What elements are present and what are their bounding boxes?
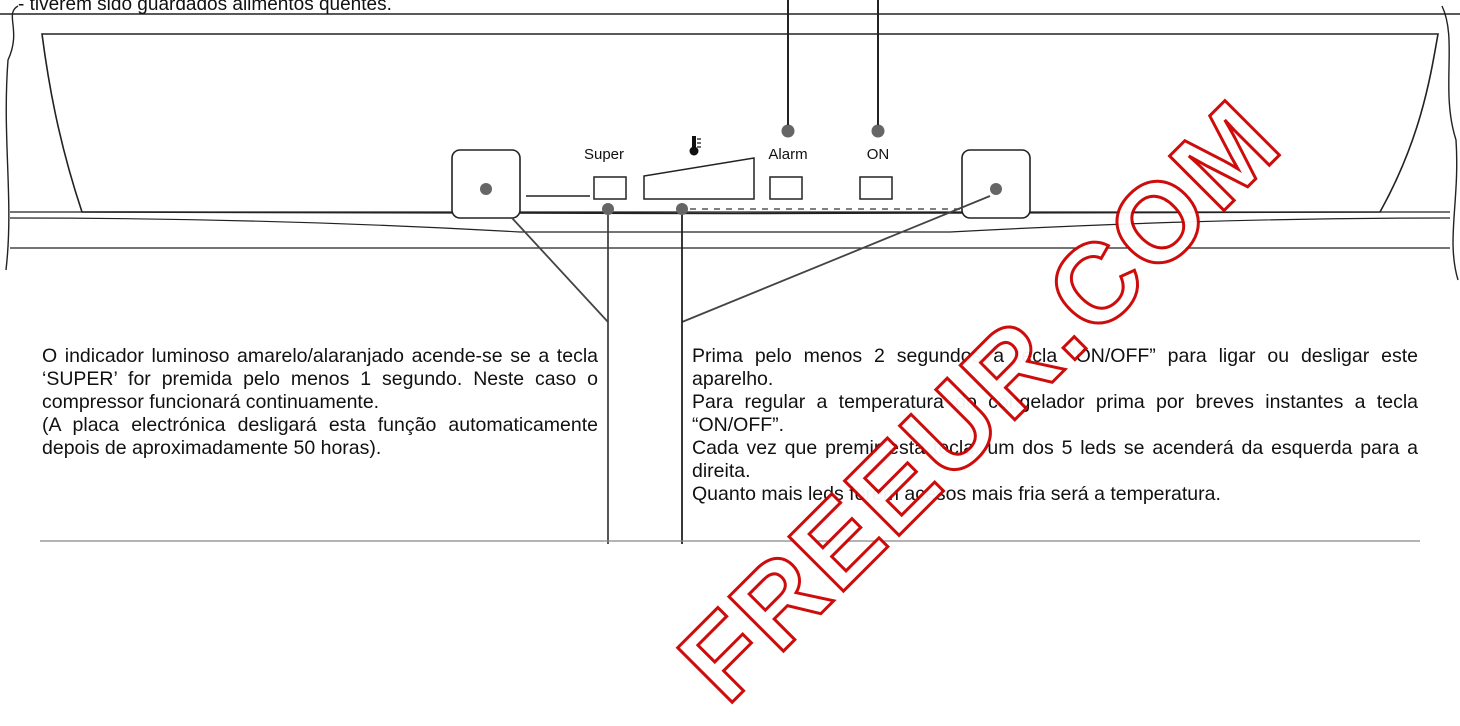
on-label: ON bbox=[866, 146, 890, 163]
super-description-p1: O indicador luminoso amarelo/alaranjado … bbox=[42, 345, 598, 413]
left-leader-a bbox=[511, 217, 609, 323]
super-description: O indicador luminoso amarelo/alaranjado … bbox=[42, 345, 598, 460]
onoff-description: Prima pelo menos 2 segundos a tecla “ON/… bbox=[692, 345, 1418, 506]
top-text: - tiverem sido guardados alimentos quent… bbox=[18, 0, 392, 15]
left-edge bbox=[5, 5, 19, 271]
right-button-dot bbox=[990, 183, 1002, 195]
alarm-dot bbox=[781, 124, 795, 138]
appliance-diagram bbox=[0, 0, 1460, 544]
super-dot bbox=[602, 203, 614, 215]
control-panel-outline bbox=[41, 33, 1439, 215]
super-led bbox=[593, 176, 627, 200]
temperature-scale bbox=[643, 157, 755, 200]
right-edge bbox=[1441, 5, 1459, 281]
onoff-description-p4: Quanto mais leds forem acesos mais fria … bbox=[692, 483, 1221, 505]
alarm-label: Alarm bbox=[768, 146, 808, 163]
temperature-dot bbox=[676, 203, 688, 215]
left-button-dot bbox=[480, 183, 492, 195]
onoff-description-p2: Para regular a temperatura do congelador… bbox=[692, 391, 1418, 436]
panel-lower-curve-left bbox=[9, 217, 521, 233]
right-leader-a bbox=[681, 195, 991, 323]
super-label: Super bbox=[583, 146, 625, 163]
super-description-p2: (A placa electrónica desligará esta funç… bbox=[42, 414, 598, 459]
panel-lower-curve-right bbox=[949, 217, 1451, 233]
onoff-description-p1: Prima pelo menos 2 segundos a tecla “ON/… bbox=[692, 345, 1418, 390]
alarm-led bbox=[769, 176, 803, 200]
onoff-description-p3: Cada vez que premir esta tecla, um dos 5… bbox=[692, 437, 1418, 482]
thermometer-icon bbox=[689, 136, 701, 156]
on-led bbox=[859, 176, 893, 200]
on-dot bbox=[871, 124, 885, 138]
